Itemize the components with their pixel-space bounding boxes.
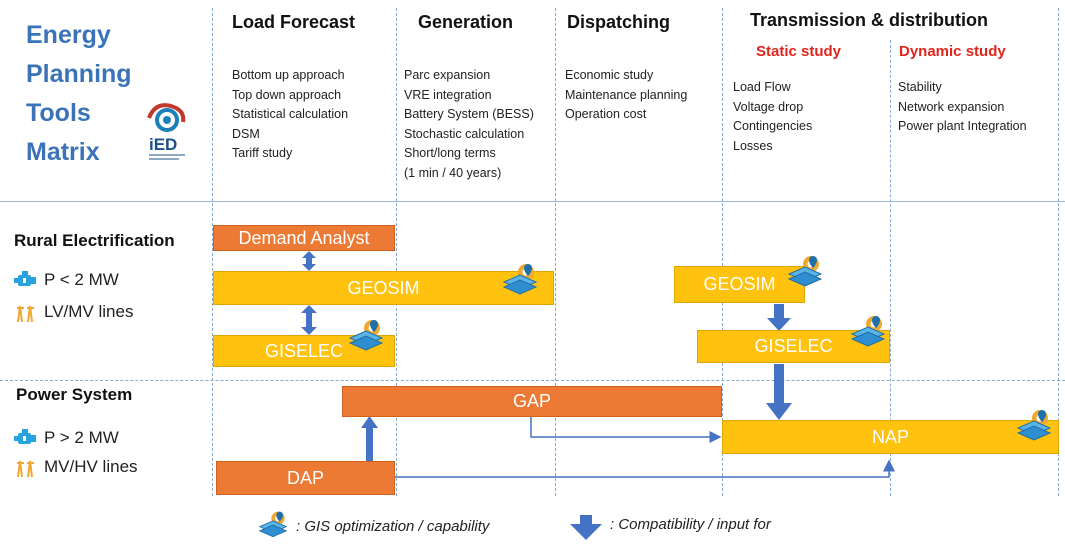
static-study-items: Load Flow Voltage drop Contingencies Los…: [733, 78, 812, 156]
load-forecast-items: Bottom up approach Top down approach Sta…: [232, 66, 348, 164]
heading-load-forecast: Load Forecast: [232, 12, 356, 32]
power-system-lines-spec: MV/HV lines: [14, 457, 138, 478]
gis-optimization-icon: [1014, 408, 1054, 444]
list-item: VRE integration: [404, 87, 492, 102]
tool-geosim[interactable]: GEOSIM: [213, 271, 554, 305]
gis-optimization-icon: [256, 510, 290, 540]
list-item: Tariff study: [232, 146, 293, 160]
title-line-2: Planning: [26, 60, 132, 88]
compatibility-arrow-icon: [566, 515, 606, 541]
section-power-system: Power System: [16, 385, 133, 404]
column-divider: [555, 8, 556, 496]
tool-demand-analyst[interactable]: Demand Analyst: [213, 225, 395, 251]
rural-power-label: P < 2 MW: [44, 270, 119, 289]
compatibility-arrow-icon: [361, 416, 378, 461]
heading-transmission: Transmission & distribution: [750, 10, 989, 30]
dap-to-nap-connector: [395, 459, 895, 478]
gis-optimization-icon: [346, 318, 386, 354]
list-item: Stability: [898, 80, 942, 94]
column-divider: [890, 40, 891, 496]
power-system-power-label: P > 2 MW: [44, 428, 119, 447]
compatibility-arrow-icon: [301, 305, 317, 335]
engine-icon: [14, 270, 36, 290]
list-item: Parc expansion: [404, 68, 491, 82]
list-item: Load Flow: [733, 80, 791, 94]
ied-logo: iED: [145, 100, 191, 166]
section-rural-electrification: Rural Electrification: [14, 231, 175, 250]
power-pylon-icon: [14, 302, 36, 323]
heading-dynamic-study: Dynamic study: [899, 43, 1006, 60]
gis-optimization-icon: [500, 262, 540, 298]
tool-dap[interactable]: DAP: [216, 461, 395, 495]
column-divider: [722, 8, 723, 496]
tool-gap[interactable]: GAP: [342, 386, 722, 417]
title-line-4: Matrix: [26, 138, 100, 166]
list-item: Power plant Integration: [898, 119, 1027, 133]
list-item: Short/long terms: [404, 146, 496, 160]
page-title: Energy Planning Tools Matrix: [26, 16, 156, 172]
heading-dispatching: Dispatching: [567, 12, 671, 32]
compatibility-arrow-icon: [767, 304, 791, 331]
rural-lines-spec: LV/MV lines: [14, 302, 134, 323]
logo-text: iED: [149, 135, 177, 154]
list-item: Bottom up approach: [232, 68, 345, 82]
column-divider: [1058, 8, 1059, 496]
dispatching-items: Economic study Maintenance planning Oper…: [565, 66, 687, 125]
section-separator: [0, 380, 1065, 381]
list-item: Battery System (BESS): [404, 107, 534, 121]
power-system-power-spec: P > 2 MW: [14, 428, 119, 448]
gis-optimization-icon: [848, 314, 888, 350]
list-item: Network expansion: [898, 99, 1005, 114]
list-item: Maintenance planning: [565, 87, 688, 102]
heading-generation: Generation: [418, 12, 514, 32]
list-item: Statistical calculation: [232, 107, 349, 121]
header-separator: [0, 201, 1065, 202]
list-item: Losses: [733, 138, 773, 153]
title-line-1: Energy: [26, 21, 111, 49]
legend-gis-label: : GIS optimization / capability: [296, 518, 490, 535]
dynamic-study-items: Stability Network expansion Power plant …: [898, 78, 1027, 137]
gap-to-nap-connector: [530, 417, 722, 443]
gis-optimization-icon: [785, 254, 825, 290]
compatibility-arrow-icon: [302, 251, 316, 271]
list-item: Economic study: [565, 68, 654, 82]
heading-static-study: Static study: [756, 43, 842, 60]
rural-lines-label: LV/MV lines: [44, 302, 134, 321]
tool-nap[interactable]: NAP: [722, 420, 1059, 454]
list-item: Operation cost: [565, 107, 647, 121]
legend-compat-label: : Compatibility / input for: [610, 516, 771, 533]
list-item: Top down approach: [232, 87, 342, 102]
list-item: Contingencies: [733, 119, 813, 133]
generation-items: Parc expansion VRE integration Battery S…: [404, 66, 534, 183]
rural-power-spec: P < 2 MW: [14, 270, 119, 290]
engine-icon: [14, 428, 36, 448]
list-item: (1 min / 40 years): [404, 165, 502, 180]
compatibility-arrow-icon: [766, 364, 792, 420]
power-system-lines-label: MV/HV lines: [44, 457, 138, 476]
list-item: DSM: [232, 126, 260, 141]
tool-giselec[interactable]: GISELEC: [213, 335, 395, 367]
column-divider: [212, 8, 213, 496]
tool-geosim-transmission[interactable]: GEOSIM: [674, 266, 805, 303]
power-pylon-icon: [14, 457, 36, 478]
list-item: Voltage drop: [733, 99, 804, 114]
title-line-3: Tools: [26, 99, 91, 127]
list-item: Stochastic calculation: [404, 126, 525, 141]
column-divider: [396, 8, 397, 496]
